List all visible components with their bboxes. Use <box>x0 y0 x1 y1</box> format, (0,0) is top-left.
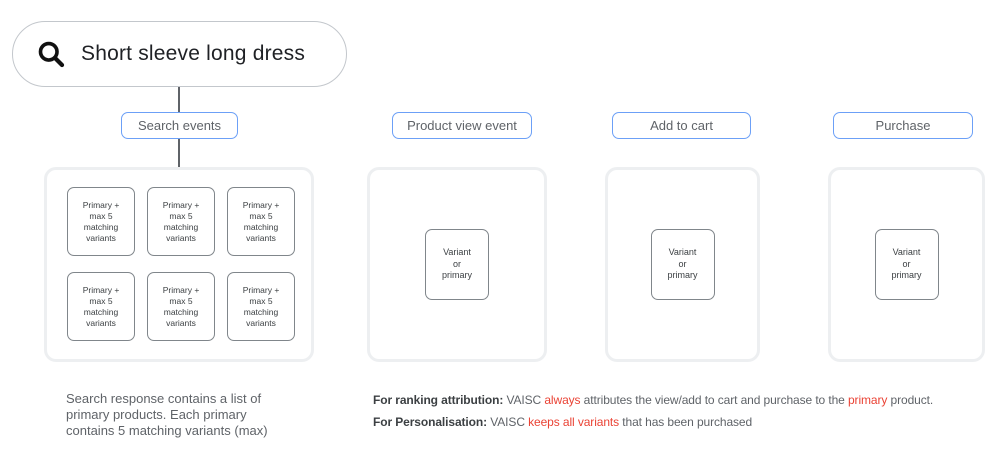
search-events-panel: Primary + max 5 matching variants Primar… <box>44 167 314 362</box>
search-query-text: Short sleeve long dress <box>81 42 306 65</box>
purchase-panel: Variant or primary <box>828 167 985 362</box>
event-label-text: Add to cart <box>650 118 713 133</box>
note-segment: attributes the view/add to cart and purc… <box>580 393 848 407</box>
note-segment: For ranking attribution: <box>373 393 504 407</box>
panel-center: Variant or primary <box>370 170 544 359</box>
primary-product-box: Primary + max 5 matching variants <box>227 272 295 341</box>
variant-box: Variant or primary <box>650 229 715 300</box>
event-label-product-view: Product view event <box>392 112 532 139</box>
variant-box: Variant or primary <box>874 229 939 300</box>
panel-center: Variant or primary <box>608 170 757 359</box>
primary-products-grid: Primary + max 5 matching variants Primar… <box>67 187 297 341</box>
panel-center: Variant or primary <box>831 170 982 359</box>
note-segment: product. <box>887 393 934 407</box>
event-label-text: Product view event <box>407 118 517 133</box>
event-label-purchase: Purchase <box>833 112 973 139</box>
search-icon <box>36 39 66 69</box>
primary-product-box: Primary + max 5 matching variants <box>67 272 135 341</box>
primary-product-box: Primary + max 5 matching variants <box>227 187 295 256</box>
note-segment: always <box>544 393 581 407</box>
note-segment: keeps all variants <box>528 415 620 429</box>
primary-product-box: Primary + max 5 matching variants <box>147 187 215 256</box>
variant-box: Variant or primary <box>425 229 489 300</box>
personalisation-note: For Personalisation: VAISC keeps all var… <box>373 415 752 429</box>
event-label-text: Purchase <box>875 118 931 133</box>
product-view-panel: Variant or primary <box>367 167 547 362</box>
event-label-search-events: Search events <box>121 112 238 139</box>
event-label-text: Search events <box>137 118 222 133</box>
note-segment: For Personalisation: <box>373 415 488 429</box>
note-segment: VAISC <box>503 393 545 407</box>
note-segment: that has been purchased <box>619 415 753 429</box>
search-response-note: Search response contains a list of prima… <box>66 391 268 438</box>
search-bar[interactable]: Short sleeve long dress <box>12 21 347 87</box>
primary-product-box: Primary + max 5 matching variants <box>147 272 215 341</box>
primary-product-box: Primary + max 5 matching variants <box>67 187 135 256</box>
event-label-add-to-cart: Add to cart <box>612 112 751 139</box>
note-segment: VAISC <box>487 415 529 429</box>
note-segment: primary <box>847 393 888 407</box>
ranking-attribution-note: For ranking attribution: VAISC always at… <box>373 393 933 407</box>
add-to-cart-panel: Variant or primary <box>605 167 760 362</box>
